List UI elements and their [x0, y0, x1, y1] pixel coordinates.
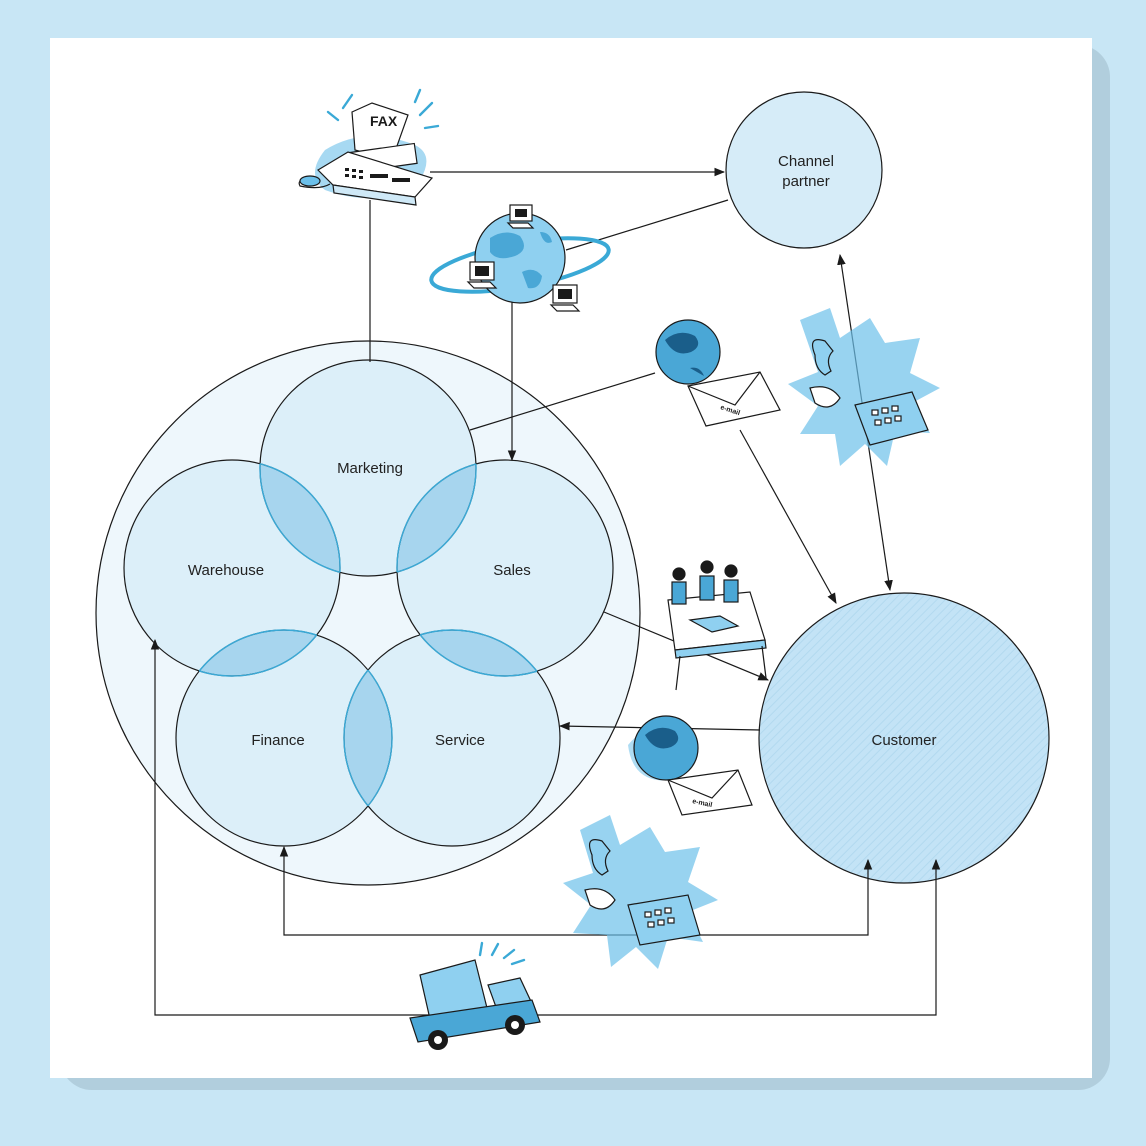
email-label-2: e-mail	[692, 798, 713, 809]
fax-label: FAX	[370, 113, 398, 129]
sales-label: Sales	[493, 562, 531, 579]
marketing-label: Marketing	[337, 460, 403, 477]
telephone-icon	[563, 815, 718, 969]
service-label: Service	[435, 732, 485, 749]
warehouse-label: Warehouse	[188, 562, 264, 579]
channel-partner-label-line1: Channel	[778, 153, 834, 170]
globe-network-icon	[429, 204, 611, 312]
globe-email-icon: e-mail	[628, 715, 753, 816]
channel-partner-circle	[725, 91, 883, 249]
customer-label: Customer	[871, 732, 936, 749]
finance-label: Finance	[251, 732, 304, 749]
connectors	[150, 167, 941, 1016]
delivery-truck-icon	[409, 941, 541, 1050]
globe-email-icon: e-mail	[655, 319, 781, 427]
fax-machine-icon: FAX	[298, 88, 440, 206]
channel-partner-label-line2: partner	[782, 173, 830, 190]
sales-team-icon	[667, 560, 767, 691]
telephone-icon	[788, 308, 940, 466]
